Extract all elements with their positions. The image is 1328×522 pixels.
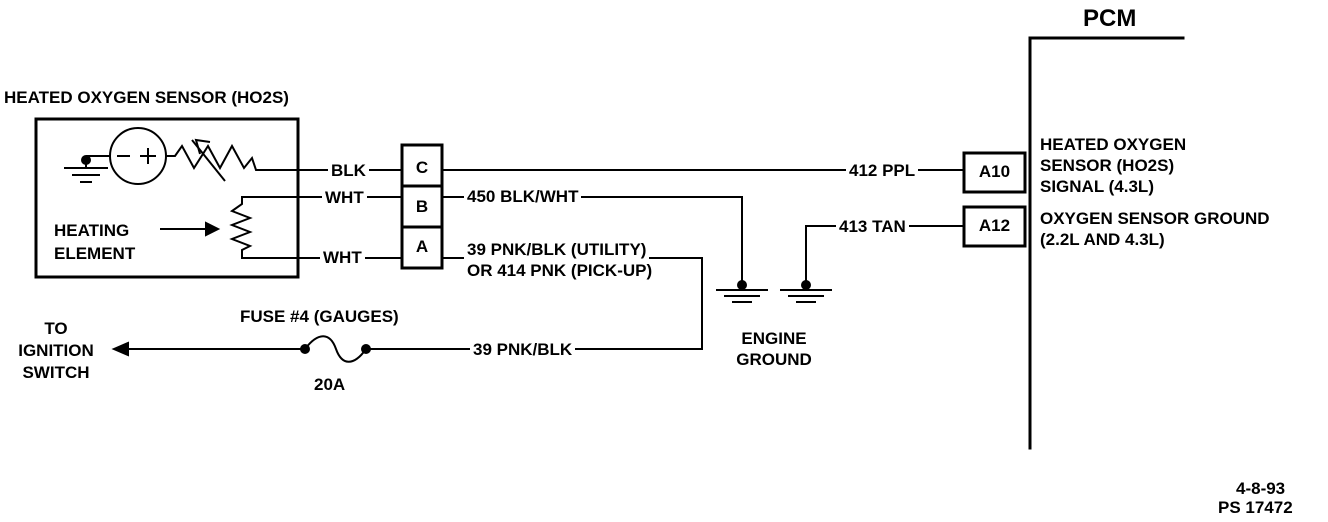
heating-label-line1: HEATING xyxy=(54,221,130,240)
wire-label-blk: BLK xyxy=(328,160,369,181)
pcm-pin-box-a10 xyxy=(962,151,1027,194)
ignition-label-line2: IGNITION xyxy=(18,341,94,360)
wire-label-413-tan: 413 TAN xyxy=(836,216,909,237)
wire-label-wht-a: WHT xyxy=(320,247,365,268)
ground-label-line2: GROUND xyxy=(736,350,812,369)
fuse-rating: 20A xyxy=(314,375,346,394)
ignition-label-line1: TO xyxy=(44,319,68,338)
wire-label-414-pnk-pickup: OR 414 PNK (PICK-UP) xyxy=(467,261,653,280)
ignition-label-line3: SWITCH xyxy=(22,363,90,382)
connector-pin-b: B xyxy=(415,197,429,216)
connector-body xyxy=(400,143,444,270)
wire-label-39-pnkblk-utility: 39 PNK/BLK (UTILITY) xyxy=(464,239,650,260)
pcm-a10-desc-line2: SENSOR (HO2S) xyxy=(1040,156,1175,175)
connector-pin-a: A xyxy=(415,237,429,256)
connector-pin-c: C xyxy=(415,158,429,177)
pcm-a12-desc-line1: OXYGEN SENSOR GROUND xyxy=(1040,209,1270,228)
wire-label-412-ppl: 412 PPL xyxy=(846,160,919,181)
wire-label-450-blkwht: 450 BLK/WHT xyxy=(464,186,582,207)
fuse-symbol xyxy=(304,335,367,363)
pcm-a12-desc-line2: (2.2L AND 4.3L) xyxy=(1040,230,1165,249)
footer-ref: PS 17472 xyxy=(1218,498,1293,517)
pcm-pin-a12: A12 xyxy=(978,216,1011,235)
wire-413-tan xyxy=(805,225,964,285)
sensor-title: HEATED OXYGEN SENSOR (HO2S) xyxy=(4,88,289,107)
wire-label-39-pnkblk: 39 PNK/BLK xyxy=(470,339,576,360)
pcm-a10-desc-line3: SIGNAL (4.3L) xyxy=(1040,177,1154,196)
footer-date: 4-8-93 xyxy=(1236,479,1286,498)
pcm-a10-desc-line1: HEATED OXYGEN xyxy=(1040,135,1187,154)
heating-label-line2: ELEMENT xyxy=(54,244,136,263)
wire-label-wht-b: WHT xyxy=(322,187,367,208)
fuse-name: FUSE #4 (GAUGES) xyxy=(240,307,399,326)
ground-label-line1: ENGINE xyxy=(741,329,807,348)
ignition-arrow xyxy=(111,341,129,357)
pcm-title: PCM xyxy=(1083,5,1137,32)
pcm-pin-a10: A10 xyxy=(978,162,1011,181)
